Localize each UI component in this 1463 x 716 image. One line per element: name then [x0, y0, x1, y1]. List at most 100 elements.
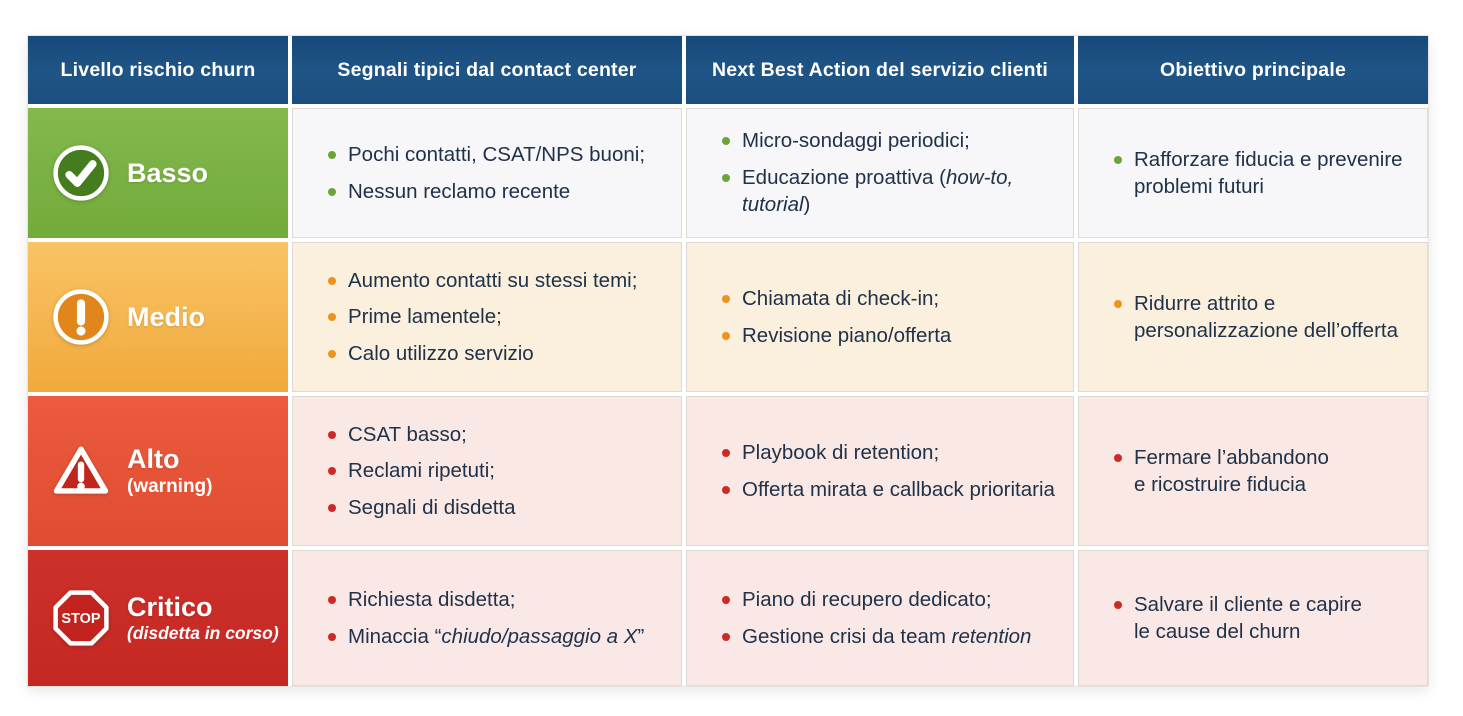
bullet-list: Salvare il cliente e capire le cause del … [1079, 582, 1427, 655]
bullet-text: Rafforzare fiducia e prevenire [1134, 147, 1403, 171]
cell-alto-next-best-action: Playbook di retention; Offerta mirata e c… [686, 396, 1074, 546]
cell-basso-objective: Rafforzare fiducia e prevenire problemi f… [1078, 108, 1428, 238]
bullet-item: Offerta mirata e callback prioritaria [717, 476, 1065, 503]
risk-level-title: Medio [127, 301, 205, 332]
bullet-text-italic: retention [951, 624, 1032, 648]
bullet-item: Nessun reclamo recente [323, 178, 673, 205]
risk-level-text: Medio [127, 301, 205, 332]
column-header-next-best-action: Next Best Action del servizio clienti [686, 36, 1074, 104]
bullet-text: Offerta mirata e callback prioritaria [742, 477, 1055, 501]
column-header-segnali-tipici: Segnali tipici dal contact center [292, 36, 682, 104]
risk-level-text: Alto(warning) [127, 445, 213, 496]
bullet-item: Revisione piano/offerta [717, 322, 1065, 349]
bullet-item: Playbook di retention; [717, 439, 1065, 466]
risk-level-text: Basso [127, 157, 209, 188]
bullet-text: Aumento contatti su stessi temi; [348, 268, 638, 292]
bullet-list: Pochi contatti, CSAT/NPS buoni; Nessun re… [293, 132, 681, 214]
cell-medio-signals: Aumento contatti su stessi temi; Prime la… [292, 242, 682, 392]
bullet-item: Prime lamentele; [323, 303, 673, 330]
bullet-list: Playbook di retention; Offerta mirata e c… [687, 430, 1073, 512]
bullet-list: Piano di recupero dedicato; Gestione cris… [687, 577, 1073, 659]
bullet-item: Ridurre attrito e personalizzazione dell’… [1109, 290, 1419, 345]
bullet-text: Richiesta disdetta; [348, 588, 516, 612]
bullet-item: Minaccia “chiudo/passaggio a X” [323, 623, 673, 650]
bullet-list: Aumento contatti su stessi temi; Prime la… [293, 258, 681, 376]
bullet-text: ” [637, 624, 645, 648]
cell-basso-signals: Pochi contatti, CSAT/NPS buoni; Nessun re… [292, 108, 682, 238]
churn-risk-table: Livello rischio churn Segnali tipici dal… [28, 36, 1428, 686]
cell-critico-objective: Salvare il cliente e capire le cause del … [1078, 550, 1428, 686]
bullet-text: Revisione piano/offerta [742, 323, 952, 347]
cell-alto-signals: CSAT basso; Reclami ripetuti; Segnali di d… [292, 396, 682, 546]
bullet-item: Chiamata di check-in; [717, 285, 1065, 312]
cell-alto-objective: Fermare l’abbandono e ricostruire fiducia [1078, 396, 1428, 546]
risk-level-cell-critico: STOP Critico(disdetta in corso) [28, 550, 288, 686]
bullet-text: problemi futuri [1134, 175, 1264, 198]
risk-level-title: Critico [127, 592, 213, 623]
stop-sign-icon: STOP [52, 589, 110, 647]
bullet-list: Ridurre attrito e personalizzazione dell’… [1079, 281, 1427, 354]
bullet-item: Segnali di disdetta [323, 494, 673, 521]
risk-level-subtitle: (disdetta in corso) [127, 623, 279, 644]
cell-medio-next-best-action: Chiamata di check-in; Revisione piano/off… [686, 242, 1074, 392]
bullet-item: Fermare l’abbandono e ricostruire fiducia [1109, 444, 1419, 499]
bullet-text: e ricostruire fiducia [1134, 473, 1307, 496]
bullet-text: Calo utilizzo servizio [348, 341, 534, 365]
risk-level-title: Alto [127, 444, 180, 475]
bullet-item: Rafforzare fiducia e prevenire problemi f… [1109, 146, 1419, 201]
risk-level-subtitle: (warning) [127, 475, 213, 497]
bullet-item: Piano di recupero dedicato; [717, 586, 1065, 613]
risk-level-text: Critico(disdetta in corso) [127, 593, 279, 643]
bullet-list: Fermare l’abbandono e ricostruire fiducia [1079, 435, 1427, 508]
column-header-livello-rischio-churn: Livello rischio churn [28, 36, 288, 104]
warning-triangle-icon [52, 442, 110, 500]
bullet-text-italic: how-to, tutorial [742, 165, 1014, 217]
column-header-obiettivo-principale: Obiettivo principale [1078, 36, 1428, 104]
cell-medio-objective: Ridurre attrito e personalizzazione dell’… [1078, 242, 1428, 392]
risk-level-cell-basso: Basso [28, 108, 288, 238]
bullet-text: ) [803, 193, 811, 217]
cell-critico-signals: Richiesta disdetta; Minaccia “chiudo/pass… [292, 550, 682, 686]
bullet-text: Fermare l’abbandono [1134, 445, 1329, 469]
bullet-item: Gestione crisi da team retention [717, 623, 1065, 650]
bullet-text: Micro-sondaggi periodici; [742, 129, 970, 153]
bullet-item: Micro-sondaggi periodici; [717, 127, 1065, 154]
bullet-text-italic: chiudo/passaggio a X [441, 624, 638, 648]
cell-critico-next-best-action: Piano di recupero dedicato; Gestione cris… [686, 550, 1074, 686]
bullet-text: Educazione proattiva ( [742, 165, 946, 189]
bullet-text: Salvare il cliente e capire [1134, 592, 1362, 616]
bullet-text: CSAT basso; [348, 422, 467, 446]
bullet-item: Reclami ripetuti; [323, 457, 673, 484]
bullet-list: Rafforzare fiducia e prevenire problemi f… [1079, 137, 1427, 210]
bullet-item: Aumento contatti su stessi temi; [323, 267, 673, 294]
bullet-text: Prime lamentele; [348, 305, 502, 329]
check-circle-icon [52, 144, 110, 202]
svg-text:STOP: STOP [61, 611, 101, 627]
risk-level-cell-alto: Alto(warning) [28, 396, 288, 546]
exclamation-circle-icon [52, 288, 110, 346]
bullet-text: le cause del churn [1134, 620, 1301, 643]
bullet-item: Educazione proattiva (how-to, tutorial) [717, 164, 1065, 219]
bullet-list: CSAT basso; Reclami ripetuti; Segnali di d… [293, 412, 681, 530]
bullet-text: Piano di recupero dedicato; [742, 588, 992, 612]
bullet-text: Minaccia “ [348, 624, 442, 648]
risk-level-title: Basso [127, 157, 209, 188]
bullet-text: Nessun reclamo recente [348, 179, 571, 203]
bullet-text: Gestione crisi da team [742, 624, 952, 648]
bullet-list: Micro-sondaggi periodici; Educazione proa… [687, 118, 1073, 227]
bullet-text: Ridurre attrito e [1134, 291, 1276, 315]
risk-level-cell-medio: Medio [28, 242, 288, 392]
bullet-text: Reclami ripetuti; [348, 459, 495, 483]
bullet-text: Segnali di disdetta [348, 495, 516, 519]
cell-basso-next-best-action: Micro-sondaggi periodici; Educazione proa… [686, 108, 1074, 238]
bullet-list: Richiesta disdetta; Minaccia “chiudo/pass… [293, 577, 681, 659]
bullet-list: Chiamata di check-in; Revisione piano/off… [687, 276, 1073, 358]
bullet-item: Richiesta disdetta; [323, 586, 673, 613]
bullet-item: Salvare il cliente e capire le cause del … [1109, 591, 1419, 646]
bullet-text: personalizzazione dell’offerta [1134, 319, 1399, 342]
bullet-item: Pochi contatti, CSAT/NPS buoni; [323, 141, 673, 168]
bullet-item: Calo utilizzo servizio [323, 340, 673, 367]
bullet-text: Chiamata di check-in; [742, 287, 940, 311]
bullet-text: Playbook di retention; [742, 441, 940, 465]
bullet-item: CSAT basso; [323, 421, 673, 448]
